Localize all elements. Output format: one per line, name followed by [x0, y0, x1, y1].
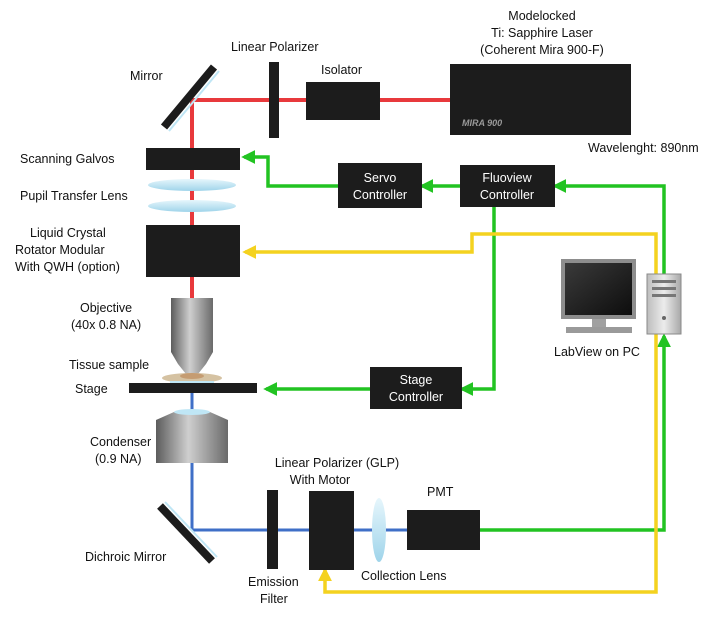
fluoview-controller: Fluoview Controller: [460, 165, 555, 207]
condenser-label-line1: Condenser: [90, 435, 151, 449]
svg-text:Fluoview: Fluoview: [482, 171, 532, 185]
emission-filter: [267, 490, 278, 569]
wavelength-label: Wavelenght: 890nm: [588, 141, 699, 155]
lc-label-line3: With QWH (option): [15, 260, 120, 274]
collection-lens-label: Collection Lens: [361, 569, 446, 583]
liquid-crystal-rotator: [146, 225, 240, 277]
tissue-sample-label: Tissue sample: [69, 358, 149, 372]
collection-lens: [372, 498, 386, 562]
laser-label-line2: Ti: Sapphire Laser: [491, 26, 593, 40]
dichroic-mirror: [157, 501, 218, 564]
linear-polarizer-plate: [269, 62, 279, 138]
servo-controller: Servo Controller: [338, 163, 422, 208]
objective-label-line1: Objective: [80, 301, 132, 315]
scanning-galvos: [146, 148, 240, 170]
laser-box: MIRA 900: [450, 64, 631, 135]
labview-label: LabView on PC: [554, 345, 640, 359]
svg-text:Controller: Controller: [480, 188, 534, 202]
laser-label-line3: (Coherent Mira 900-F): [480, 43, 604, 57]
svg-text:Servo: Servo: [364, 171, 397, 185]
stage: [129, 383, 257, 393]
condenser-label-line2: (0.9 NA): [95, 452, 142, 466]
emission-label-line1: Emission: [248, 575, 299, 589]
emission-label-line2: Filter: [260, 592, 288, 606]
svg-text:Controller: Controller: [389, 390, 443, 404]
isolator-label: Isolator: [321, 63, 362, 77]
pupil-transfer-lens: [148, 179, 236, 212]
stage-label: Stage: [75, 382, 108, 396]
dichroic-mirror-label: Dichroic Mirror: [85, 550, 166, 564]
stage-controller: Stage Controller: [370, 367, 462, 409]
svg-text:Controller: Controller: [353, 188, 407, 202]
objective: [171, 298, 213, 374]
scanning-galvos-label: Scanning Galvos: [20, 152, 115, 166]
svg-text:Stage: Stage: [400, 373, 433, 387]
top-mirror: [160, 64, 220, 132]
computer-tower: [646, 273, 682, 335]
pmt-label: PMT: [427, 485, 454, 499]
objective-label-line2: (40x 0.8 NA): [71, 318, 141, 332]
lc-label-line2: Rotator Modular: [15, 243, 105, 257]
mirror-label: Mirror: [130, 69, 163, 83]
glp-polarizer: [309, 491, 354, 570]
condenser: [156, 409, 228, 463]
tissue-sample: [162, 373, 222, 383]
isolator-box: [306, 82, 380, 120]
linear-polarizer-label: Linear Polarizer: [231, 40, 319, 54]
laser-label-line1: Modelocked: [508, 9, 575, 23]
glp-label-line2: With Motor: [290, 473, 350, 487]
computer-monitor: [561, 259, 636, 333]
trigger-lines: [242, 232, 658, 594]
control-lines: [241, 150, 671, 532]
pupil-transfer-lens-label: Pupil Transfer Lens: [20, 189, 128, 203]
laser-badge: MIRA 900: [462, 118, 502, 128]
lc-label-line1: Liquid Crystal: [30, 226, 106, 240]
pmt-box: [407, 510, 480, 550]
glp-label-line1: Linear Polarizer (GLP): [275, 456, 399, 470]
